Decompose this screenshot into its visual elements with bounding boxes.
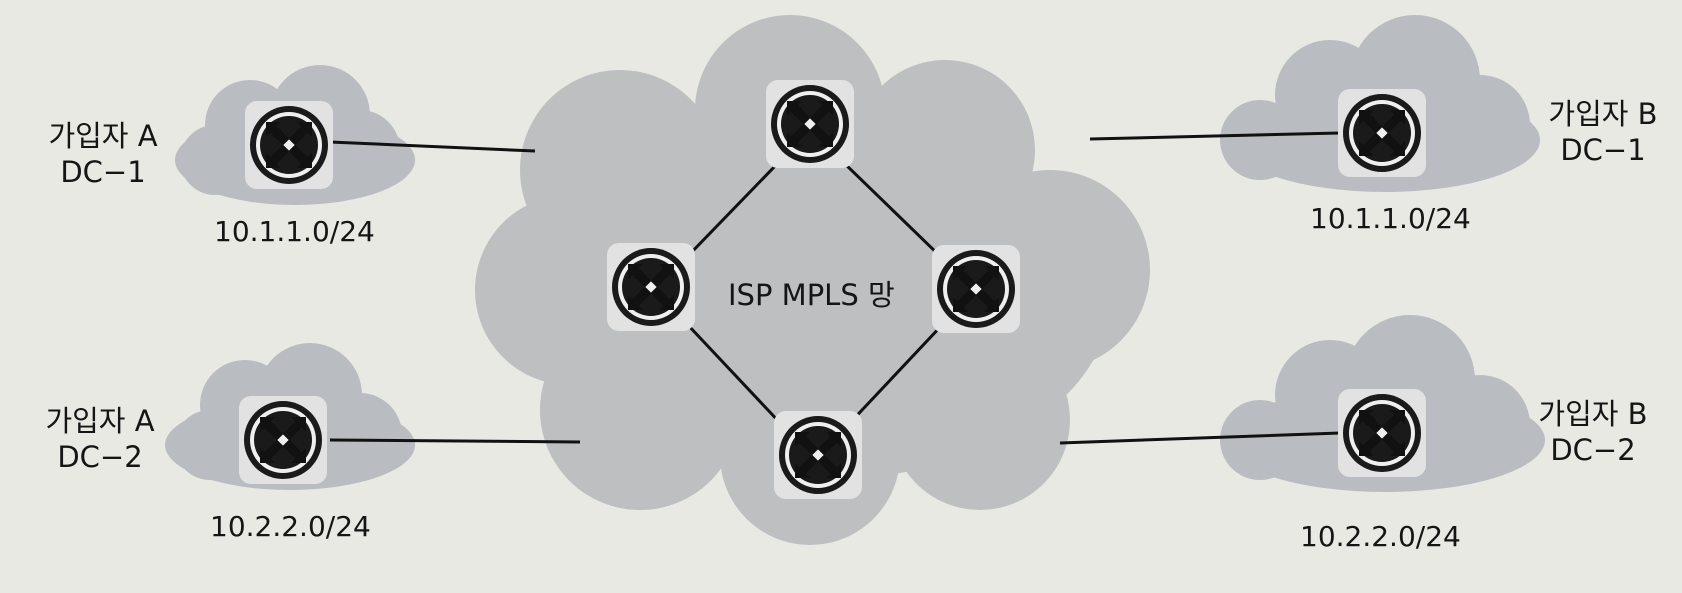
network-a-dc1: 10.1.1.0/24 — [214, 215, 375, 248]
router-icon — [245, 101, 333, 189]
dc-name: DC−2 — [1550, 433, 1636, 467]
dc-name: DC−1 — [1560, 133, 1646, 167]
router-icon — [1338, 389, 1426, 477]
router-icon — [1338, 89, 1426, 177]
router-icon — [239, 396, 327, 484]
subscriber-name: 가입자 A — [48, 119, 158, 153]
subscriber-name: 가입자 B — [1548, 97, 1658, 131]
dc-name: DC−2 — [57, 440, 143, 474]
link-a-dc1 — [329, 140, 536, 153]
subscriber-name: 가입자 A — [45, 404, 155, 438]
router-icon — [607, 243, 695, 331]
site-label-a-dc2: 가입자 A DC−2 — [30, 403, 170, 475]
router-icon — [774, 411, 862, 499]
link-b-dc2 — [1059, 431, 1341, 445]
network-b-dc2: 10.2.2.0/24 — [1300, 520, 1461, 553]
router-icon — [766, 80, 854, 168]
site-label-a-dc1: 가입자 A DC−1 — [38, 118, 168, 190]
router-icon — [932, 245, 1020, 333]
isp-label: ISP MPLS 망 — [728, 278, 895, 312]
subscriber-name: 가입자 B — [1538, 397, 1648, 431]
network-b-dc1: 10.1.1.0/24 — [1310, 202, 1471, 235]
site-label-b-dc2: 가입자 B DC−2 — [1518, 396, 1668, 468]
link-a-dc2 — [329, 438, 581, 444]
link-b-dc1 — [1089, 131, 1341, 141]
dc-name: DC−1 — [60, 155, 146, 189]
site-label-b-dc1: 가입자 B DC−1 — [1528, 96, 1678, 168]
network-a-dc2: 10.2.2.0/24 — [210, 510, 371, 543]
